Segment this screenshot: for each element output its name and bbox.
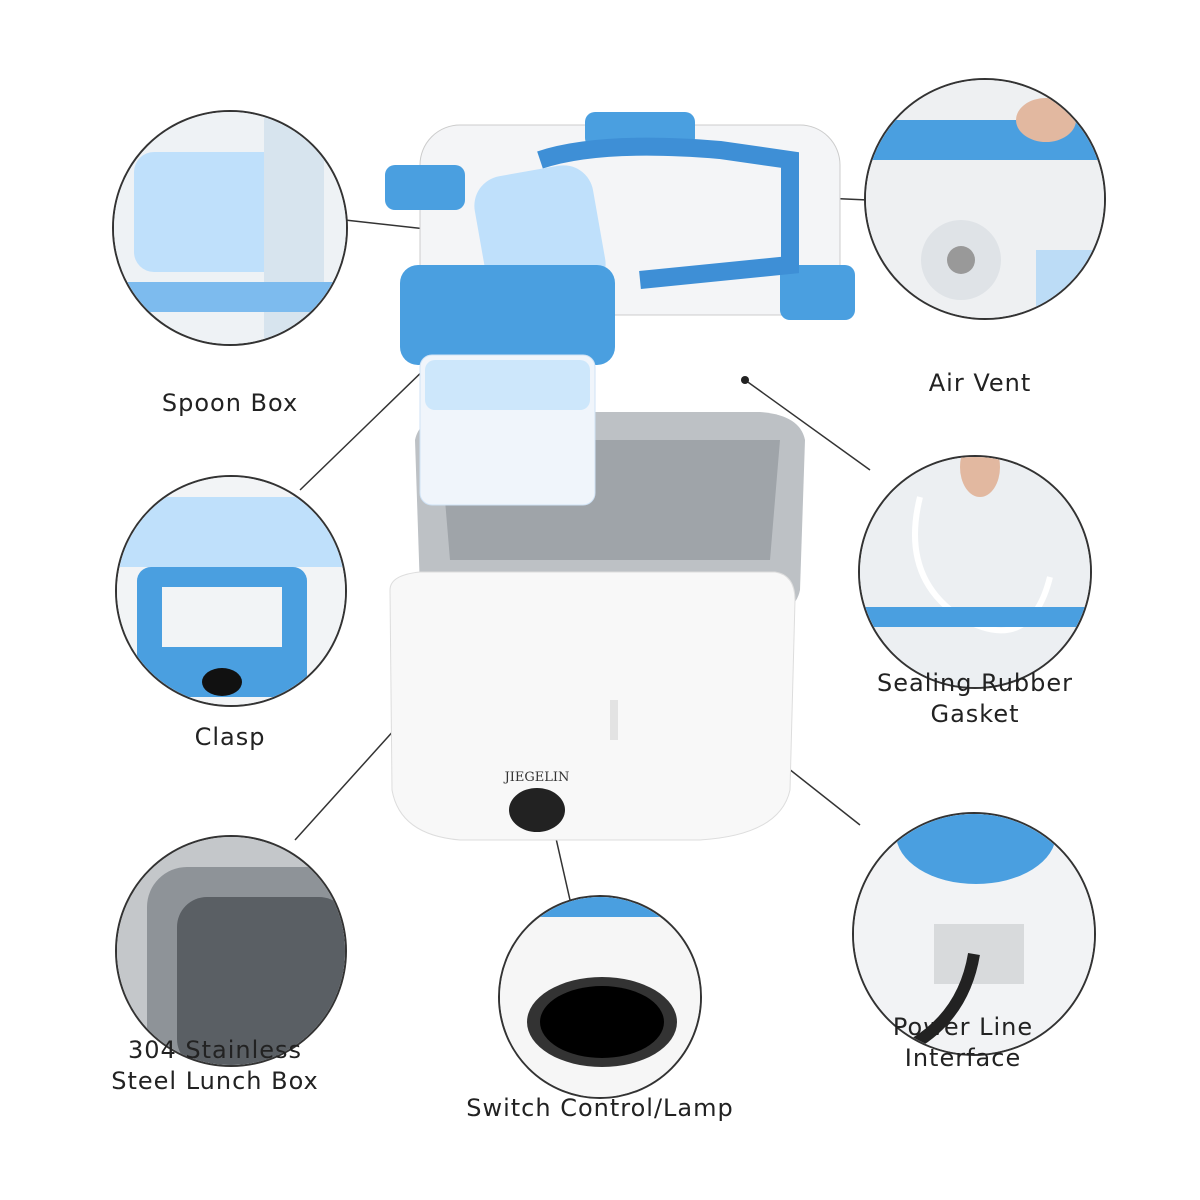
label-steel-line2: Steel Lunch Box <box>111 1067 319 1095</box>
detail-sealing-gasket <box>858 455 1092 689</box>
brand-logo: JIEGELIN <box>503 770 570 785</box>
spoon-box <box>400 265 615 506</box>
power-switch <box>509 788 565 832</box>
heating-base <box>389 571 796 841</box>
detail-stainless-steel <box>115 835 347 1067</box>
detail-spoon-box <box>112 110 348 346</box>
label-power-interface: Power Line Interface <box>893 1012 1033 1074</box>
detail-clasp <box>115 475 347 707</box>
label-air-vent: Air Vent <box>928 369 1032 397</box>
label-stainless-steel: 304 Stainless Steel Lunch Box <box>111 1035 319 1097</box>
label-gasket-line1: Sealing Rubber <box>876 669 1074 697</box>
label-switch: Switch Control/Lamp <box>466 1094 734 1122</box>
label-steel-line1: 304 Stainless <box>127 1036 303 1064</box>
label-gasket: Sealing Rubber Gasket <box>877 668 1073 730</box>
label-power-line1: Power Line <box>892 1013 1034 1041</box>
detail-power-interface <box>852 812 1096 1056</box>
label-spoon-box: Spoon Box <box>161 389 299 417</box>
label-clasp: Clasp <box>194 723 266 751</box>
label-power-line2: Interface <box>904 1044 1022 1072</box>
detail-air-vent <box>864 78 1106 320</box>
detail-switch <box>498 895 702 1099</box>
label-gasket-line2: Gasket <box>930 700 1020 728</box>
